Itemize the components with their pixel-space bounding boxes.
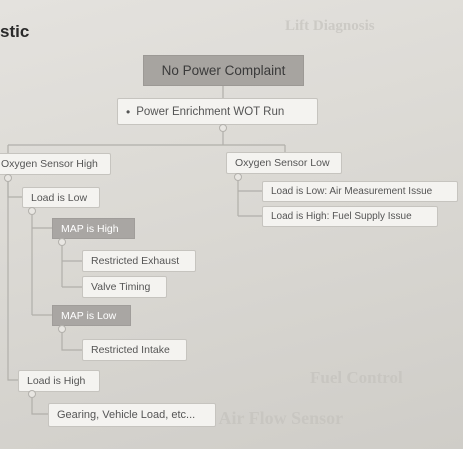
node-label: Valve Timing (91, 281, 151, 293)
node-oxygen-sensor-low[interactable]: Oxygen Sensor Low (226, 152, 342, 174)
collapse-toggle-icon[interactable] (28, 207, 36, 215)
bullet-icon: • (126, 104, 131, 119)
node-label: MAP is Low (61, 309, 117, 322)
node-valve-timing[interactable]: Valve Timing (82, 276, 167, 298)
node-gearing-vehicle-load[interactable]: Gearing, Vehicle Load, etc... (48, 403, 216, 427)
node-label: Power Enrichment WOT Run (136, 105, 285, 118)
node-label: Oxygen Sensor High (1, 158, 98, 170)
node-label: Load is Low (31, 191, 88, 204)
ghost-text-top: Lift Diagnosis (285, 18, 375, 34)
ghost-text-maf: Mass Air Flow Sensor (175, 408, 344, 428)
node-power-enrichment-wot-run[interactable]: • Power Enrichment WOT Run (117, 98, 318, 125)
collapse-toggle-icon[interactable] (28, 390, 36, 398)
node-label: Oxygen Sensor Low (235, 157, 330, 169)
collapse-toggle-icon[interactable] (4, 174, 12, 182)
node-label: Restricted Intake (91, 344, 170, 356)
node-load-low-air-measurement[interactable]: Load is Low: Air Measurement Issue (262, 181, 458, 202)
node-map-is-high[interactable]: MAP is High (52, 218, 135, 239)
page-title: stic (0, 22, 30, 41)
node-label: MAP is High (61, 222, 119, 235)
node-label: Load is High (27, 375, 86, 387)
collapse-toggle-icon[interactable] (219, 124, 227, 132)
node-label: Restricted Exhaust (91, 255, 180, 267)
node-restricted-intake[interactable]: Restricted Intake (82, 339, 187, 361)
node-label: Load is High: Fuel Supply Issue (271, 211, 412, 222)
node-no-power-complaint[interactable]: No Power Complaint (143, 55, 304, 86)
node-label: Load is Low: Air Measurement Issue (271, 186, 433, 197)
collapse-toggle-icon[interactable] (58, 325, 66, 333)
node-load-high-fuel-supply[interactable]: Load is High: Fuel Supply Issue (262, 206, 438, 227)
node-label: Gearing, Vehicle Load, etc... (57, 409, 196, 421)
node-load-is-high[interactable]: Load is High (18, 370, 100, 392)
collapse-toggle-icon[interactable] (234, 173, 242, 181)
node-restricted-exhaust[interactable]: Restricted Exhaust (82, 250, 196, 272)
node-oxygen-sensor-high[interactable]: Oxygen Sensor High (0, 153, 111, 175)
node-label: No Power Complaint (161, 63, 286, 78)
collapse-toggle-icon[interactable] (58, 238, 66, 246)
node-load-is-low[interactable]: Load is Low (22, 187, 100, 208)
node-map-is-low[interactable]: MAP is Low (52, 305, 131, 326)
ghost-text-fuel: Fuel Control (310, 368, 403, 387)
